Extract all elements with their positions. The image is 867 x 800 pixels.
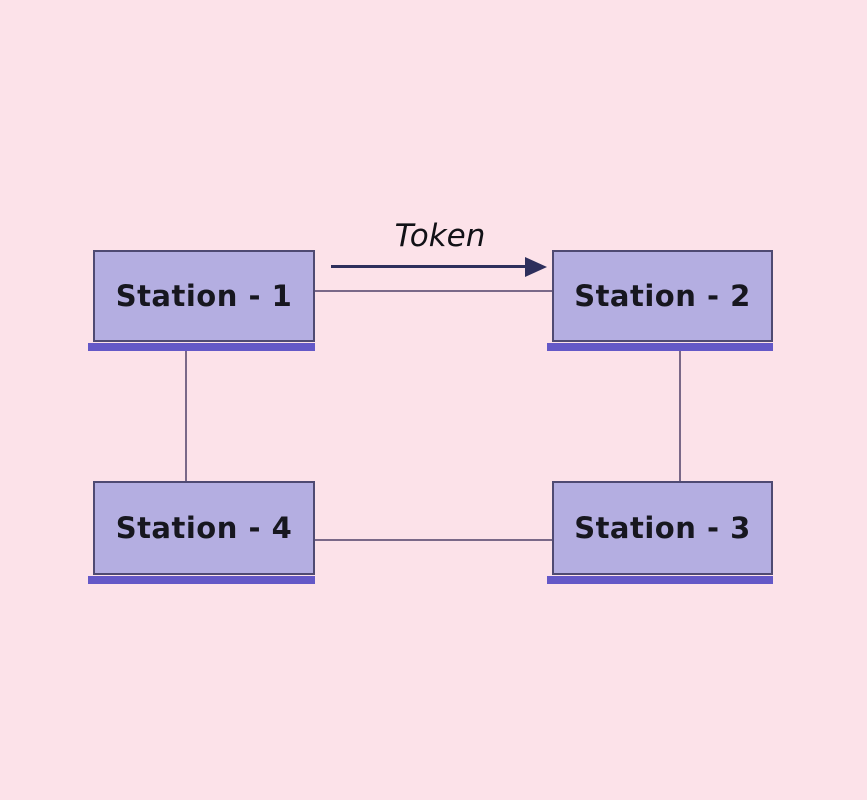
node-station-1: Station - 1 (88, 250, 315, 351)
link-station1-station4 (185, 350, 187, 481)
node-station-4: Station - 4 (88, 481, 315, 584)
link-station2-station3 (679, 350, 681, 481)
link-station1-station2 (315, 290, 552, 292)
node-station-4-label: Station - 4 (115, 511, 293, 545)
token-arrow-shaft (331, 265, 527, 268)
node-station-3: Station - 3 (547, 481, 773, 584)
token-label: Token (394, 218, 486, 254)
token-arrow-head-icon (525, 257, 547, 277)
link-station4-station3 (315, 539, 552, 541)
node-station-1-label: Station - 1 (115, 279, 293, 313)
node-station-2: Station - 2 (547, 250, 773, 351)
node-station-3-label: Station - 3 (574, 511, 751, 545)
node-station-2-label: Station - 2 (574, 279, 751, 313)
